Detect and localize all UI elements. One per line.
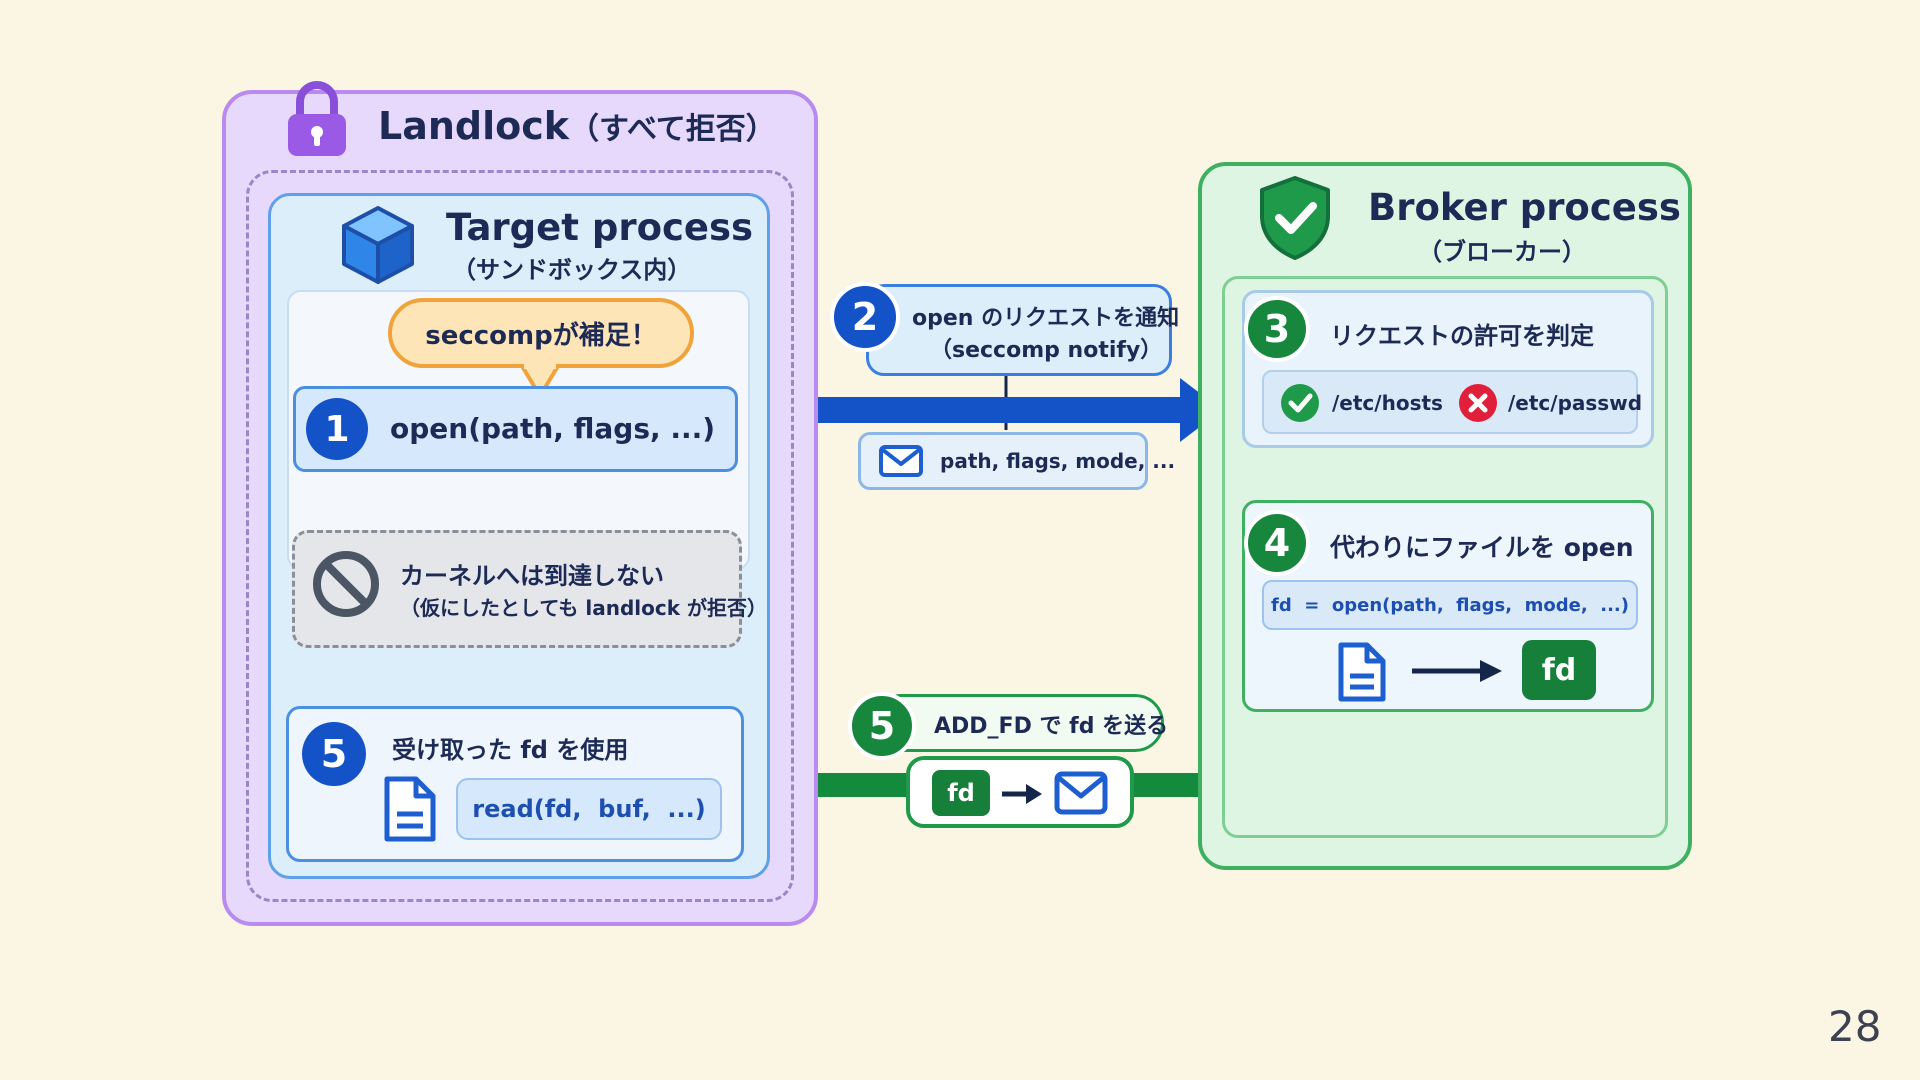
landlock-dashed-boundary [246,170,794,902]
step4-badge: 4 [1244,510,1310,576]
step2-line2: （seccomp notify） [930,338,1163,363]
mail-icon [879,445,923,477]
document-icon [384,776,436,842]
request-arrow-shaft [770,397,1190,423]
no-entry-icon [313,551,379,617]
read-code-box: read(fd, buf, ...) [456,778,722,840]
step3-badge: 3 [1244,296,1310,362]
read-code: read(fd, buf, ...) [472,795,706,823]
open-code: fd = open(path, flags, mode, ...) [1271,594,1629,616]
shield-check-icon [1260,176,1330,260]
allowed-path: /etc/hosts [1332,391,1443,415]
landlock-title: Landlock（すべて拒否） [378,104,776,148]
step2-line1: open のリクエストを通知 [912,306,1180,331]
step5-send-badge: 5 [848,692,916,760]
step4-title: 代わりにファイルを open [1330,533,1634,562]
page-number: 28 [1828,1002,1882,1051]
lock-icon [288,81,346,156]
step1-box [293,386,738,472]
step5-send-box [872,694,1164,752]
callout-pointer [520,364,560,398]
broker-inner-panel [1222,276,1668,838]
step5-send-label: ADD_FD で fd を送る [934,714,1169,739]
step2-box [866,284,1172,376]
fd-tag: fd [1522,640,1596,700]
arrow-right-icon [1412,660,1502,682]
target-title: Target process [446,206,754,249]
blocked-line1: カーネルへは到達しない [400,562,664,590]
arrow-right-icon [1002,784,1042,804]
step1-code: open(path, flags, ...) [390,412,716,445]
payload-text: path, flags, mode, ... [940,449,1176,473]
step1-badge: 1 [306,398,368,460]
document-icon [1338,642,1386,702]
seccomp-callout-label: seccompが補足！ [425,320,657,351]
fd-tag-small: fd [932,770,990,816]
cube-icon [342,206,414,284]
step3-title: リクエストの許可を判定 [1330,322,1594,350]
blocked-box [292,530,742,648]
landlock-subtitle: （すべて拒否） [569,112,776,147]
broker-title: Broker process [1368,186,1681,229]
seccomp-callout: seccompが補足！ [388,298,694,368]
target-subtitle: （サンドボックス内） [452,256,692,284]
x-icon [1459,384,1497,422]
denied-path: /etc/passwd [1508,391,1643,415]
open-code-box: fd = open(path, flags, mode, ...) [1262,580,1638,630]
step2-badge: 2 [830,282,900,352]
broker-subtitle: （ブローカー） [1418,238,1586,266]
blocked-line2: （仮にしたとしても landlock が拒否） [400,596,767,620]
mail-icon [1054,771,1108,815]
permission-row [1262,370,1638,434]
step5-target-title: 受け取った fd を使用 [392,736,629,764]
check-icon [1281,384,1319,422]
step5-target-badge: 5 [302,722,366,786]
